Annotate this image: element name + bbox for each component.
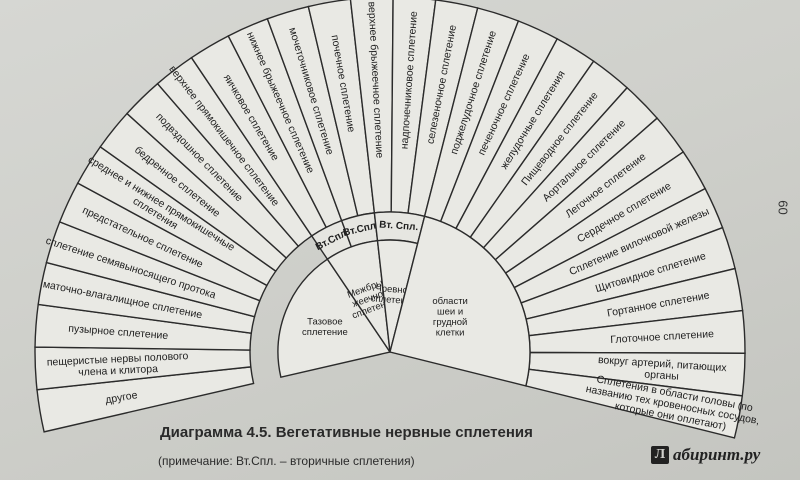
diagram-caption: Диаграмма 4.5. Вегетативные нервные спле… [160,424,533,441]
plexus-segment-label-line: органы [644,369,679,383]
plexus-group-label-line: области [432,296,468,307]
secondary-plexus-label: Вт. Спл. [379,219,419,233]
plexus-segment-label: Глоточное сплетение [610,328,714,346]
labirint-logo-text: абиринт.ру [673,445,761,464]
plexus-segment-label: другое [104,389,138,406]
plexus-group-label-line: Тазовое [307,317,343,328]
page-number: 60 [775,200,791,215]
plexus-group-wedge [389,215,531,387]
plexus-group-label-line: Чревное [375,283,413,297]
plexus-group-label-line: шеи и [437,306,463,317]
plexus-segment-label-line: другое [104,389,138,406]
plexus-group-wedge [277,258,392,379]
secondary-plexus-label-line: Вт. Спл. [379,219,419,233]
plexus-group-label-line: сплетение [302,327,348,338]
diagram-note: (примечание: Вт.Спл. – вторичные сплетен… [158,454,415,468]
secondary-ring: Вт.Спл.Вт.Спл.Вт. Спл. [310,211,426,261]
plexus-segment-label-line: члена и клитора [78,363,158,379]
labirint-logo: Л абиринт.ру [651,445,760,465]
outer-ring: другое пещеристые нервы половогочлена и к… [34,0,760,439]
plexus-segment-label: пещеристые нервы половогочлена и клитора [47,350,190,380]
plexus-group-label-line: клетки [436,327,465,338]
plexus-segment-label-line: Глоточное сплетение [610,328,714,346]
labirint-logo-mark: Л [651,446,669,464]
plexus-group-label-line: грудной [433,317,467,328]
